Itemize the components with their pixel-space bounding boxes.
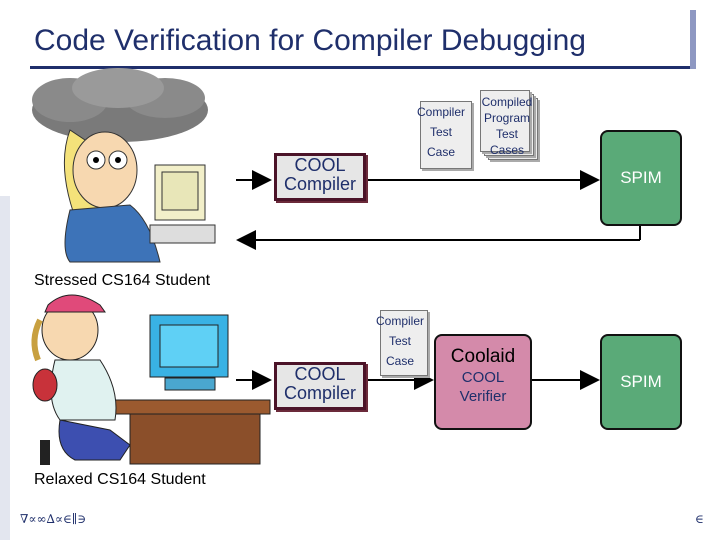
test-case-label-bottom: Compiler Test Case — [369, 311, 431, 371]
coolaid-sub-line2: Verifier — [459, 388, 507, 405]
slide-title: Code Verification for Compiler Debugging — [34, 24, 586, 57]
compiled-cases-stack-front — [480, 90, 530, 152]
left-margin-bar — [0, 196, 10, 540]
cool-compiler-bottom-line2: Compiler — [283, 383, 357, 403]
compiled-cases-line3: Test — [495, 127, 518, 141]
cool-compiler-box-bottom: COOL Compiler — [274, 362, 366, 410]
test-case-bottom-line3: Case — [385, 354, 414, 368]
compiled-cases-line2: Program — [483, 111, 530, 125]
test-case-top-line1: Compiler — [416, 105, 465, 119]
title-accent-bar — [690, 10, 696, 69]
coolaid-title: Coolaid — [450, 346, 516, 367]
test-case-bottom-line1: Compiler — [375, 314, 424, 328]
compiled-cases-label: Compiled Program Test Cases — [476, 94, 538, 158]
spim-box-bottom: SPIM — [600, 334, 682, 430]
test-case-top-line2: Test — [429, 125, 452, 139]
test-case-bottom-line2: Test — [388, 334, 411, 348]
compiled-cases-line4: Cases — [489, 143, 524, 157]
cool-compiler-top-line2: Compiler — [283, 174, 357, 194]
stressed-student-illustration — [32, 68, 216, 263]
test-case-label-top: Compiler Test Case — [410, 102, 472, 162]
footer-right-text: ∈ — [695, 512, 704, 526]
cool-compiler-box-top: COOL Compiler — [274, 153, 366, 201]
coolaid-sub-line1: COOL — [461, 369, 505, 386]
test-case-document-bottom — [380, 310, 428, 376]
coolaid-verifier-box: Coolaid COOL Verifier — [434, 334, 532, 430]
cool-compiler-bottom-line1: COOL — [294, 364, 346, 384]
cool-compiler-top-line1: COOL — [294, 155, 346, 175]
test-case-document-top — [420, 101, 472, 169]
compiled-cases-line1: Compiled — [481, 95, 533, 109]
stressed-student-caption: Stressed CS164 Student — [34, 272, 211, 289]
title-underline — [30, 66, 696, 69]
test-case-top-line3: Case — [426, 145, 455, 159]
spim-box-top: SPIM — [600, 130, 682, 226]
relaxed-student-illustration — [31, 294, 271, 465]
relaxed-student-caption: Relaxed CS164 Student — [34, 471, 206, 488]
footer-left-text: ∇∝∞∆∝∈∥∋ — [20, 512, 87, 526]
